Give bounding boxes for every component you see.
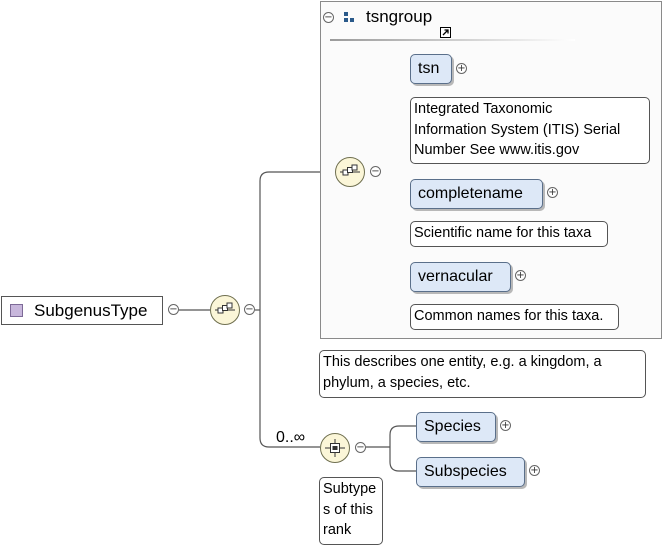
doc-line: Integrated Taxonomic: [414, 101, 553, 117]
doc-line: Subtype: [323, 481, 377, 497]
expand-icon[interactable]: +: [500, 420, 511, 431]
collapse-icon[interactable]: −: [370, 166, 381, 177]
expand-icon[interactable]: +: [547, 187, 558, 198]
element-species[interactable]: Species: [416, 412, 496, 442]
collapse-icon[interactable]: −: [168, 304, 179, 315]
doc-line: Common names for this taxa.: [414, 308, 604, 324]
element-name: completename: [418, 185, 523, 202]
element-name: Species: [424, 418, 481, 435]
complex-type-swatch: [10, 304, 23, 317]
element-name: vernacular: [418, 268, 493, 285]
doc-line: Number See www.itis.gov: [414, 142, 580, 158]
documentation-note: Common names for this taxa.: [410, 304, 619, 330]
sequence-compositor-icon[interactable]: [335, 157, 365, 187]
group-documentation: This describes one entity, e.g. a kingdo…: [319, 350, 646, 398]
doc-line: Scientific name for this taxa: [414, 225, 592, 241]
doc-text: This describes one entity, e.g. a kingdo…: [323, 354, 602, 391]
element-tsn[interactable]: tsn: [410, 54, 452, 84]
element-name: tsn: [418, 60, 440, 77]
doc-line: rank: [323, 522, 352, 538]
doc-line: Information System (ITIS) Serial: [414, 121, 621, 138]
occurrence-label: 0..∞: [276, 429, 306, 446]
group-title-divider: [330, 39, 575, 41]
element-subspecies[interactable]: Subspecies: [416, 457, 525, 487]
collapse-icon[interactable]: −: [244, 304, 255, 315]
complex-type-name: SubgenusType: [34, 301, 148, 320]
group-icon: [344, 12, 354, 22]
complex-type-node[interactable]: SubgenusType: [1, 296, 163, 325]
documentation-note: Integrated Taxonomic Information System …: [410, 97, 650, 164]
element-completename[interactable]: completename: [410, 179, 543, 209]
group-name[interactable]: tsngroup: [366, 7, 433, 26]
doc-line: s of this: [323, 501, 373, 518]
expand-icon[interactable]: +: [456, 63, 467, 74]
collapse-icon[interactable]: −: [355, 442, 366, 453]
reference-arrow-icon[interactable]: [440, 27, 451, 38]
expand-icon[interactable]: +: [515, 270, 526, 281]
collapse-icon[interactable]: −: [323, 12, 334, 23]
expand-icon[interactable]: +: [529, 465, 540, 476]
sequence-compositor-icon[interactable]: [210, 295, 240, 325]
choice-documentation: Subtype s of this rank: [319, 477, 383, 545]
documentation-note: Scientific name for this taxa: [410, 221, 608, 247]
choice-compositor-icon[interactable]: [320, 433, 350, 463]
element-vernacular[interactable]: vernacular: [410, 262, 511, 292]
element-name: Subspecies: [424, 463, 507, 480]
